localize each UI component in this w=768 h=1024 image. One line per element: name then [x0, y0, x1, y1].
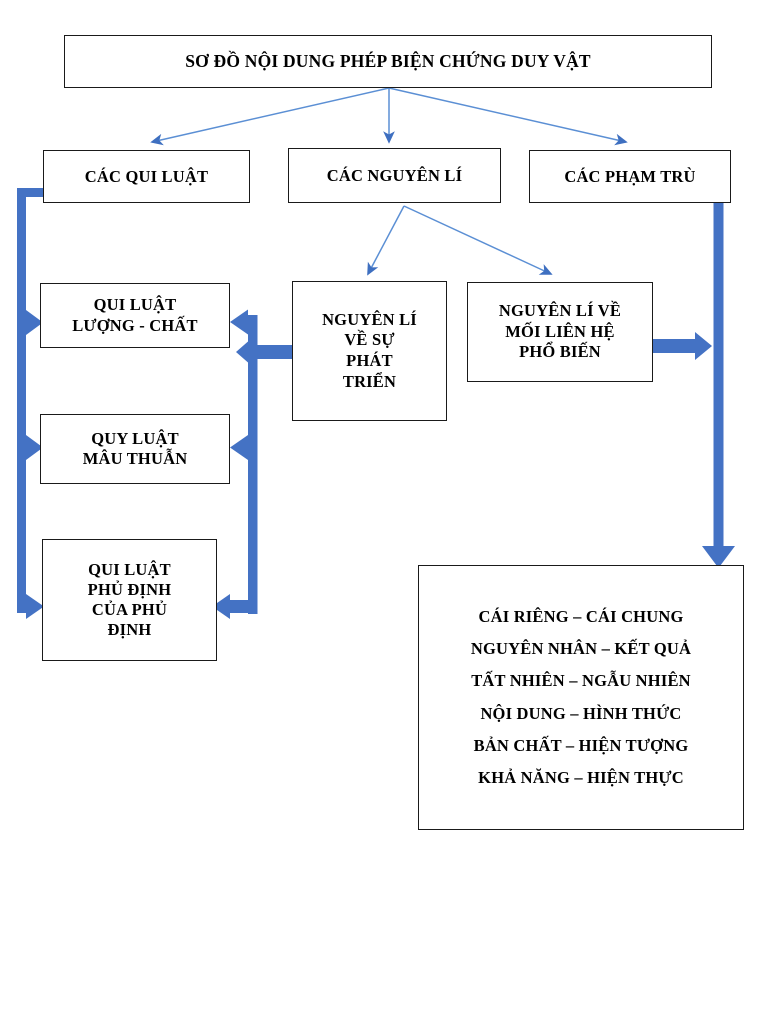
- node-line: QUI LUẬT: [88, 559, 171, 579]
- node-line: MỐI LIÊN HỆ: [505, 321, 615, 341]
- node-label: CÁC NGUYÊN LÍ: [326, 165, 463, 185]
- node-label: CÁC QUI LUẬT: [84, 166, 209, 186]
- node-qui-luat-luong-chat: QUI LUẬT LƯỢNG - CHẤT: [40, 283, 230, 348]
- node-nguyen-li-ve-moi-lien-he-pho-bien: NGUYÊN LÍ VỀ MỐI LIÊN HỆ PHỔ BIẾN: [467, 282, 653, 382]
- arrow-title-to-laws: [150, 87, 390, 146]
- left-arrowhead-to-luong-chat: [17, 310, 43, 335]
- node-cac-pham-tru: CÁC PHẠM TRÙ: [529, 150, 731, 203]
- arrow-principles-to-connection: [403, 205, 553, 275]
- node-lines: NGUYÊN LÍ VỀ SỰ PHÁT TRIỂN: [293, 310, 446, 393]
- middle-arrowhead-to-mau-thuan: [230, 435, 258, 460]
- category-pair: KHẢ NĂNG – HIỆN THỰC: [478, 767, 684, 787]
- node-line: CỦA PHỦ: [91, 600, 168, 619]
- feeder-development-to-spine: [236, 338, 292, 366]
- node-cac-qui-luat: CÁC QUI LUẬT: [43, 150, 250, 203]
- node-line: NGUYÊN LÍ: [322, 309, 417, 329]
- node-line: VỀ SỰ: [344, 330, 395, 350]
- node-line: LƯỢNG - CHẤT: [72, 315, 198, 335]
- node-qui-luat-phu-dinh-cua-phu-dinh: QUI LUẬT PHỦ ĐỊNH CỦA PHỦ ĐỊNH: [42, 539, 217, 661]
- node-pham-tru-list: CÁI RIÊNG – CÁI CHUNG NGUYÊN NHÂN – KẾT …: [418, 565, 744, 830]
- category-pair: CÁI RIÊNG – CÁI CHUNG: [478, 606, 684, 626]
- node-line: QUY LUẬT: [91, 428, 179, 448]
- category-pair: BẢN CHẤT – HIỆN TƯỢNG: [473, 735, 689, 755]
- node-lines: QUY LUẬT MÂU THUẪN: [41, 429, 229, 469]
- category-pair: NGUYÊN NHÂN – KẾT QUẢ: [470, 639, 692, 659]
- diagram-title-box: SƠ ĐỒ NỘI DUNG PHÉP BIỆN CHỨNG DUY VẬT: [64, 35, 712, 88]
- node-lines: QUI LUẬT PHỦ ĐỊNH CỦA PHỦ ĐỊNH: [43, 560, 216, 641]
- node-line: PHỦ ĐỊNH: [87, 579, 172, 599]
- thick-middle-spine-group: [212, 309, 292, 619]
- node-line: ĐỊNH: [107, 620, 152, 640]
- node-cac-nguyen-li: CÁC NGUYÊN LÍ: [288, 148, 501, 203]
- category-pair: NỘI DUNG – HÌNH THỨC: [480, 703, 682, 723]
- node-line: NGUYÊN LÍ VỀ: [498, 301, 622, 321]
- feeder-connection-to-right-spine: [653, 332, 712, 360]
- node-line: MÂU THUẪN: [82, 449, 188, 468]
- arrow-title-to-categories: [388, 87, 628, 146]
- middle-arrowhead-to-luong-chat: [230, 309, 258, 335]
- node-quy-luat-mau-thuan: QUY LUẬT MÂU THUẪN: [40, 414, 230, 484]
- node-line: TRIỂN: [342, 371, 397, 391]
- thick-right-spine-group: [653, 203, 735, 568]
- node-line: PHỔ BIẾN: [519, 342, 601, 362]
- thick-left-spine-group: [17, 180, 129, 619]
- node-lines: CÁI RIÊNG – CÁI CHUNG NGUYÊN NHÂN – KẾT …: [419, 601, 743, 794]
- node-lines: NGUYÊN LÍ VỀ MỐI LIÊN HỆ PHỔ BIẾN: [468, 301, 652, 363]
- middle-arrowhead-to-phu-dinh: [212, 594, 258, 619]
- node-nguyen-li-ve-su-phat-trien: NGUYÊN LÍ VỀ SỰ PHÁT TRIỂN: [292, 281, 447, 421]
- left-arrowhead-to-phu-dinh: [17, 594, 44, 619]
- arrow-principles-to-development: [367, 205, 405, 276]
- node-lines: QUI LUẬT LƯỢNG - CHẤT: [41, 295, 229, 335]
- right-spine-arrow: [702, 203, 735, 568]
- node-line: PHÁT: [346, 351, 393, 370]
- thin-connector-group: [150, 87, 628, 276]
- category-pair: TẤT NHIÊN – NGẪU NHIÊN: [471, 671, 691, 691]
- page-title: SƠ ĐỒ NỘI DUNG PHÉP BIỆN CHỨNG DUY VẬT: [185, 51, 591, 71]
- middle-spine-line: [248, 320, 258, 614]
- left-arrowhead-to-mau-thuan: [17, 435, 43, 460]
- node-label: CÁC PHẠM TRÙ: [564, 166, 696, 186]
- node-line: QUI LUẬT: [93, 295, 177, 315]
